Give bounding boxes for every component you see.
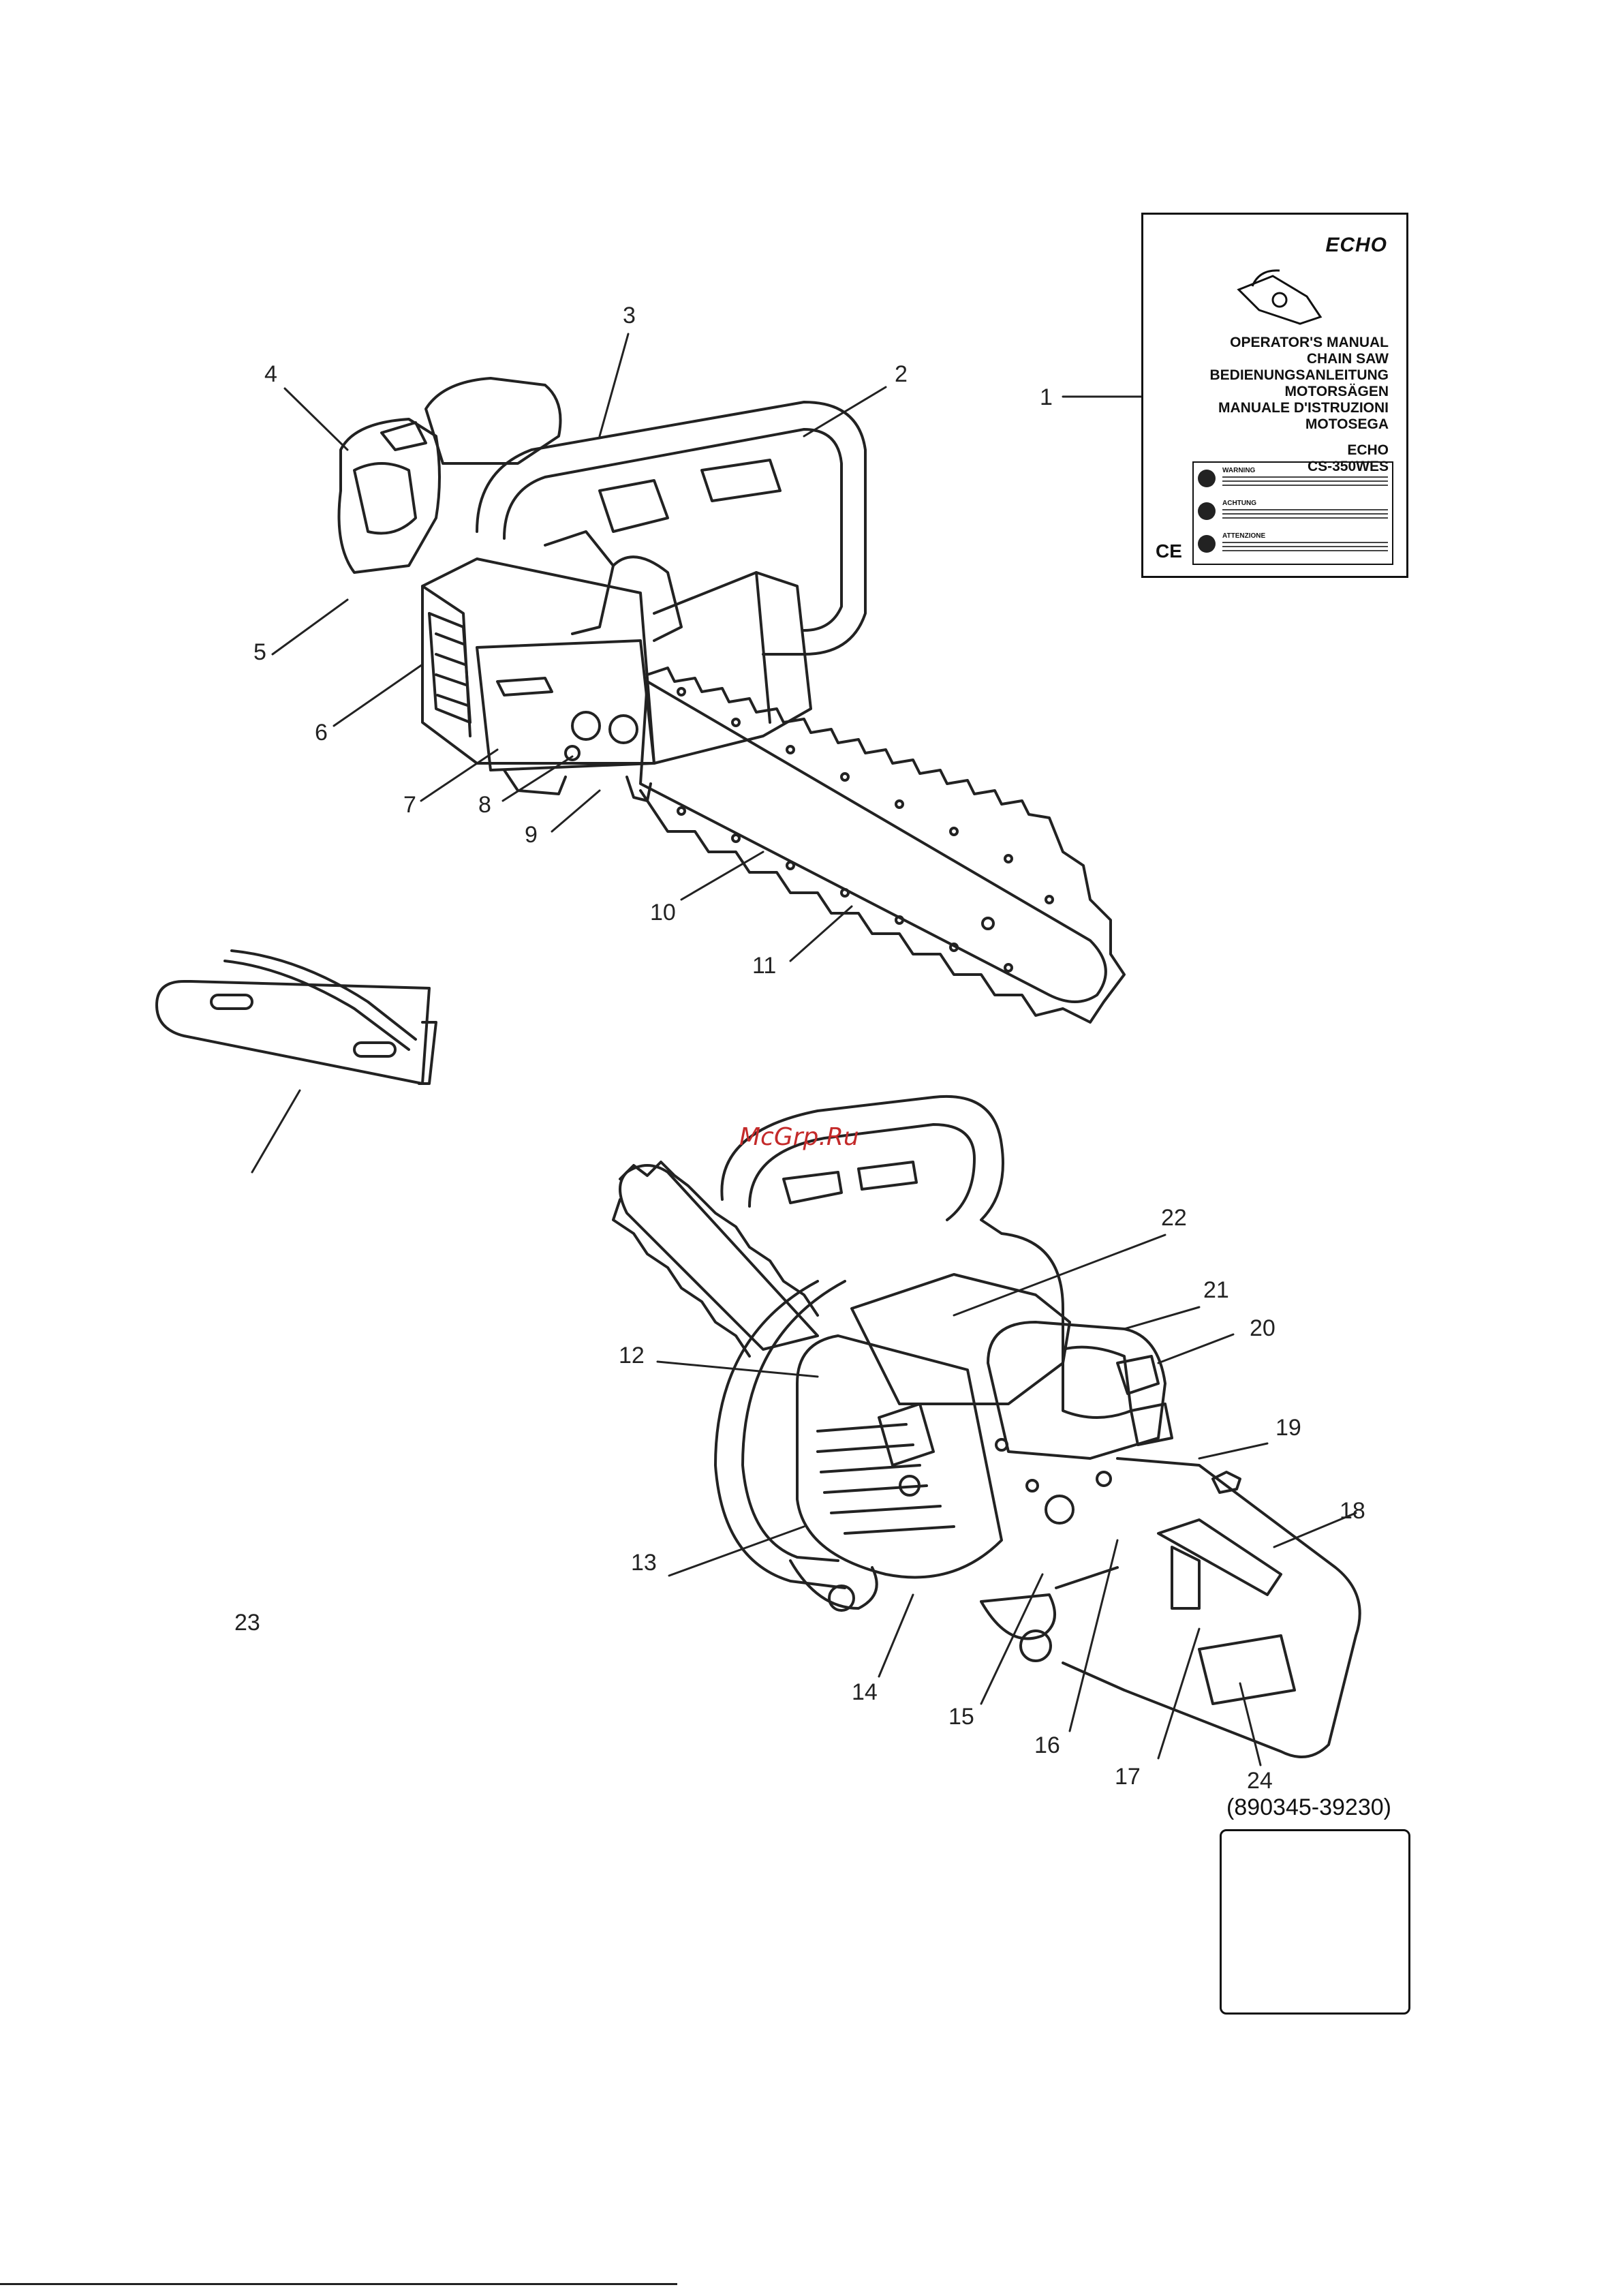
leader-lines-bottom	[658, 1235, 1356, 1765]
operators-manual-cover: ECHO OPERATOR'S MANUAL CHAIN SAW BEDIENU…	[1141, 213, 1408, 578]
chainsaw-cover-image	[1232, 262, 1327, 331]
manual-subtitle-it: MOTOSEGA	[1209, 416, 1389, 433]
callout-5: 5	[253, 641, 266, 664]
warning-row: ACHTUNG	[1198, 500, 1388, 530]
chainsaw-bottom-view	[613, 1097, 1360, 1757]
footer-rule	[0, 2283, 677, 2285]
warning-dot-icon	[1198, 470, 1216, 487]
leader-lines-top	[273, 334, 1141, 961]
callout-7: 7	[403, 793, 416, 816]
warning-dot-icon	[1198, 502, 1216, 520]
chainsaw-top-view	[339, 378, 1125, 1022]
callout-21: 21	[1203, 1279, 1229, 1302]
warning-dot-icon	[1198, 535, 1216, 553]
echo-brand-logo: ECHO	[1325, 234, 1387, 257]
callout-20: 20	[1250, 1317, 1276, 1340]
callout-8: 8	[478, 793, 491, 816]
callout-6: 6	[315, 721, 328, 744]
callout-3: 3	[623, 304, 636, 327]
manual-subtitle-de: MOTORSÄGEN	[1209, 384, 1389, 400]
manual-title-en: OPERATOR'S MANUAL	[1209, 335, 1389, 351]
manual-model-brand: ECHO	[1209, 442, 1389, 459]
bar-cover	[157, 951, 436, 1172]
callout-15: 15	[948, 1705, 974, 1728]
manual-subtitle-en: CHAIN SAW	[1209, 351, 1389, 367]
callout-1: 1	[1040, 386, 1053, 409]
part-number: (890345-39230)	[1226, 1794, 1391, 1821]
callout-12: 12	[619, 1344, 645, 1367]
warning-row: WARNING	[1198, 467, 1388, 497]
callout-24: 24	[1247, 1769, 1273, 1792]
callout-19: 19	[1276, 1416, 1301, 1439]
manual-title-de: BEDIENUNGSANLEITUNG	[1209, 367, 1389, 384]
callout-14: 14	[852, 1681, 878, 1704]
callout-22: 22	[1161, 1206, 1187, 1229]
ce-mark: CE	[1156, 540, 1182, 562]
callout-16: 16	[1034, 1734, 1060, 1757]
callout-18: 18	[1340, 1499, 1365, 1522]
watermark: McGrp.Ru	[739, 1123, 859, 1151]
manual-title-it: MANUALE D'ISTRUZIONI	[1209, 400, 1389, 416]
manual-titles: OPERATOR'S MANUAL CHAIN SAW BEDIENUNGSAN…	[1209, 335, 1389, 475]
callout-2: 2	[895, 363, 908, 386]
callout-13: 13	[631, 1551, 657, 1574]
callout-4: 4	[264, 363, 277, 386]
callout-17: 17	[1115, 1765, 1141, 1788]
manual-warning-box: WARNING ACHTUNG ATTENZIONE	[1192, 461, 1393, 565]
callout-9: 9	[525, 823, 538, 846]
callout-23: 23	[234, 1611, 260, 1634]
callout-11: 11	[752, 954, 776, 977]
callout-10: 10	[650, 901, 676, 924]
warning-row: ATTENZIONE	[1198, 532, 1388, 562]
safety-label	[1220, 1829, 1410, 2015]
